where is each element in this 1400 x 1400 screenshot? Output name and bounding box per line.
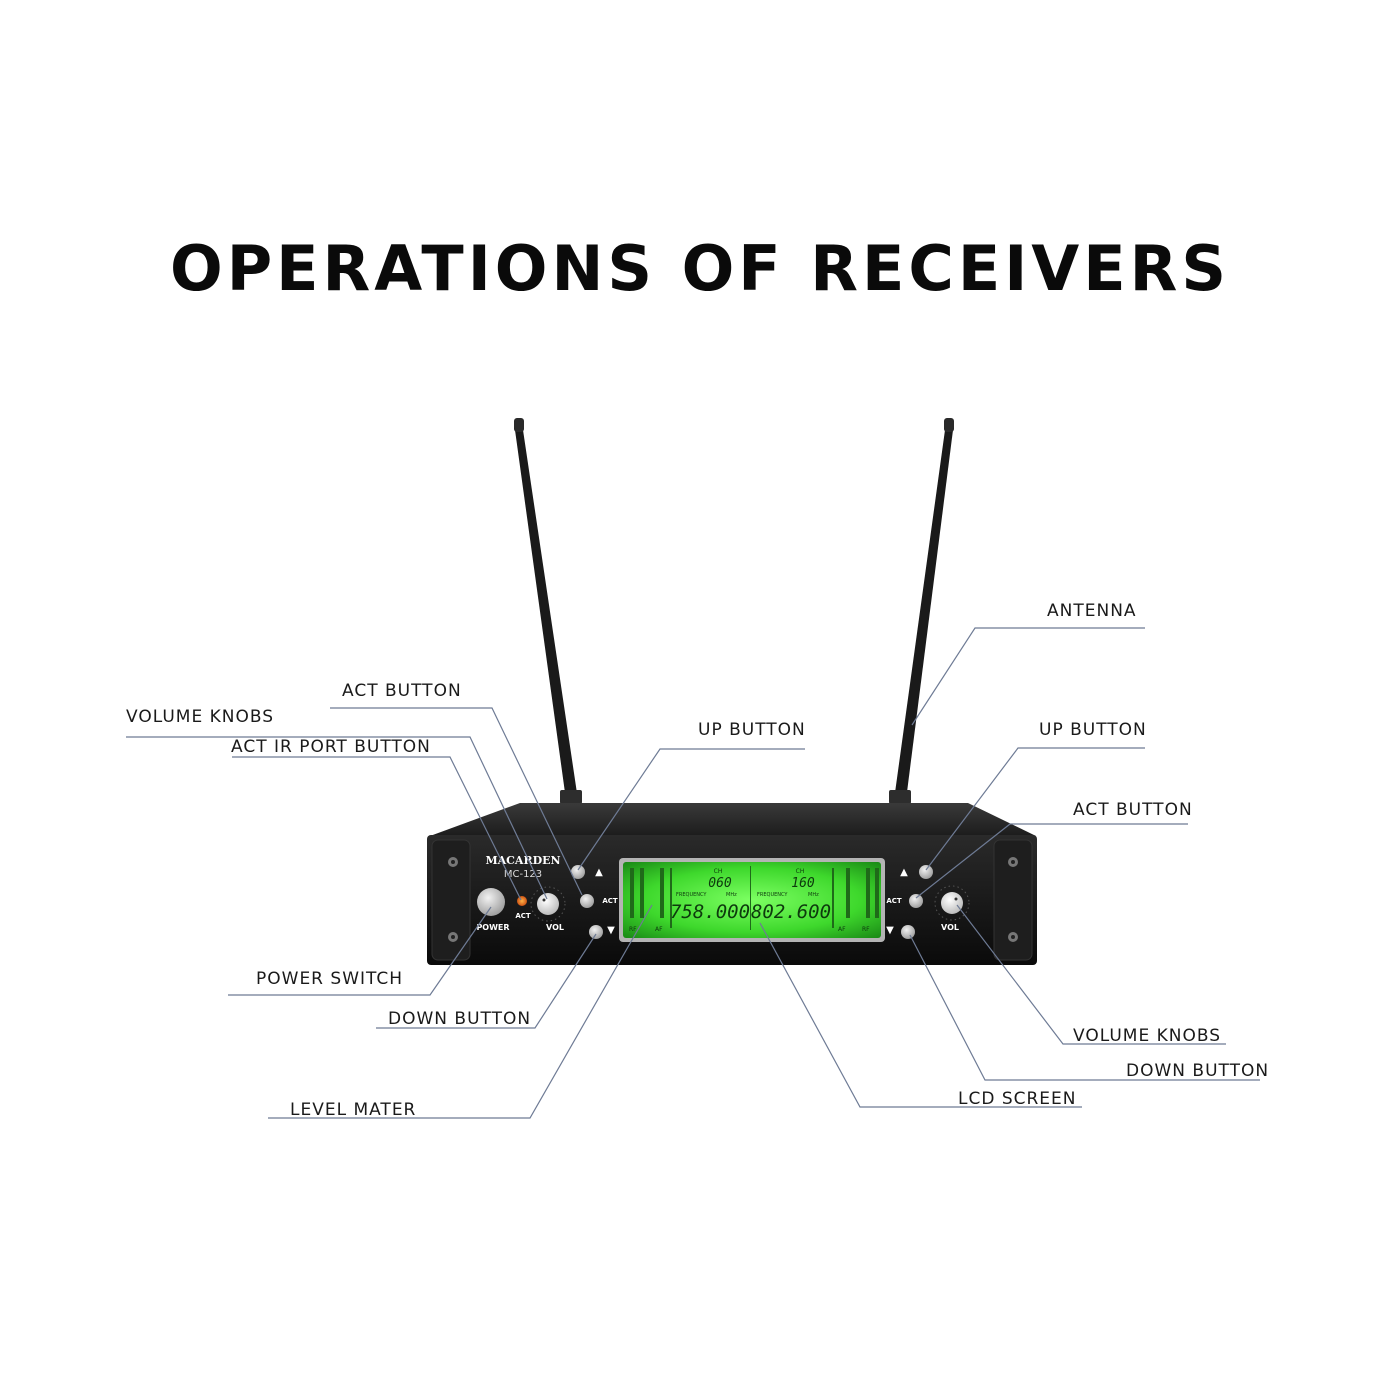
leader-antenna <box>912 628 1145 725</box>
act-ir-label: ACT <box>515 912 531 920</box>
act-button-right[interactable] <box>909 894 923 908</box>
down-arrow-icon: ▼ <box>886 925 894 936</box>
act-button-label-left: ACT <box>602 897 618 905</box>
callout-volume-knobs-right: VOLUME KNOBS <box>1073 1026 1221 1046</box>
callout-volume-knobs-left: VOLUME KNOBS <box>126 707 274 727</box>
lcd-freq-label-right: FREQUENCY <box>757 892 788 898</box>
up-button-right[interactable] <box>919 865 933 879</box>
lcd-af-left: AF <box>655 926 663 933</box>
callout-level-mater: LEVEL MATER <box>290 1100 416 1120</box>
vol-label-right: VOL <box>941 923 959 932</box>
power-button[interactable] <box>477 888 505 916</box>
callout-up-button-left: UP BUTTON <box>698 720 806 740</box>
lcd-rf-right: RF <box>862 926 870 933</box>
callout-act-button-right: ACT BUTTON <box>1073 800 1193 820</box>
lcd-af-right: AF <box>838 926 846 933</box>
act-button-left[interactable] <box>580 894 594 908</box>
down-button-right[interactable] <box>901 925 915 939</box>
lcd-mhz-label-right: MHz <box>808 892 819 898</box>
act-button-label-right: ACT <box>886 897 902 905</box>
lcd-mhz-label-left: MHz <box>726 892 737 898</box>
power-label: POWER <box>476 923 509 932</box>
callout-lcd-screen: LCD SCREEN <box>958 1089 1077 1109</box>
antenna-right <box>889 418 954 804</box>
callout-power-switch: POWER SWITCH <box>256 969 403 989</box>
lcd-frequency-right: 802.600 <box>751 901 831 923</box>
lcd-ch-label-left: CH <box>714 868 723 875</box>
callout-act-ir-port-button: ACT IR PORT BUTTON <box>231 737 431 757</box>
down-arrow-icon: ▼ <box>607 925 615 936</box>
down-button-left[interactable] <box>589 925 603 939</box>
callout-down-button-right: DOWN BUTTON <box>1126 1061 1269 1081</box>
lcd-channel-right: 160 <box>791 876 815 891</box>
antenna-left <box>514 418 582 804</box>
lcd-ch-label-right: CH <box>796 868 805 875</box>
lcd-channel-left: 060 <box>708 876 732 891</box>
up-arrow-icon: ▲ <box>595 867 603 878</box>
callout-down-button-left: DOWN BUTTON <box>388 1009 531 1029</box>
act-ir-port[interactable] <box>517 896 527 906</box>
callout-up-button-right: UP BUTTON <box>1039 720 1147 740</box>
vol-label-left: VOL <box>546 923 564 932</box>
lcd-freq-label-left: FREQUENCY <box>676 892 707 898</box>
callout-act-button-left: ACT BUTTON <box>342 681 462 701</box>
callout-antenna: ANTENNA <box>1047 601 1137 621</box>
lcd-frequency-left: 758.000 <box>670 901 750 923</box>
brand-label: MACARDEN <box>485 854 560 867</box>
up-arrow-icon: ▲ <box>900 867 908 878</box>
